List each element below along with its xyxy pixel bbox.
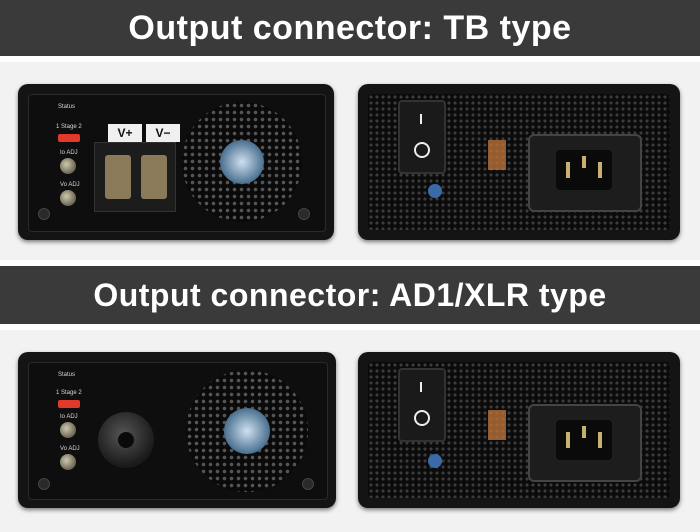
vo-adj-label: Vo ADJ [60,446,80,452]
xlr-socket [118,432,134,448]
fan-hub [224,408,270,454]
io-adj-knob[interactable] [60,422,76,438]
psu-rear-bottom [358,352,680,508]
iec-inlet[interactable] [528,404,642,482]
internal-component [488,410,506,440]
stage-label: 1 Stage 2 [56,124,82,130]
stage-switch[interactable] [58,400,80,408]
io-adj-label: Io ADJ [60,414,78,420]
terminal-block [94,142,176,212]
status-label: Status [58,372,76,378]
banner-title: Output connector: TB type [128,8,572,47]
status-label: Status [58,104,76,110]
io-adj-label: Io ADJ [60,150,78,156]
psu-front-tb: Status 1 Stage 2 Io ADJ Vo ADJ V+ V− [18,84,334,240]
fan-grille [182,102,302,222]
v-plus-label: V+ [108,124,142,142]
xlr-connector[interactable] [98,412,154,468]
stage-switch[interactable] [58,134,80,142]
stage-label: 1 Stage 2 [56,390,82,396]
v-minus-label: V− [146,124,180,142]
vo-adj-knob[interactable] [60,454,76,470]
psu-rear-top [358,84,680,240]
banner-tb-type: Output connector: TB type [0,0,700,56]
pin-icon [582,426,586,438]
fan-hub [220,140,264,184]
switch-off-mark-icon [414,410,430,426]
psu-front-xlr: Status 1 Stage 2 Io ADJ Vo ADJ [18,352,336,508]
pin-icon [566,162,570,178]
screw-icon [298,208,310,220]
banner-title: Output connector: AD1/XLR type [93,276,607,313]
internal-component [488,140,506,170]
switch-off-mark-icon [414,142,430,158]
screw-icon [302,478,314,490]
power-switch[interactable] [398,100,446,174]
pin-icon [582,156,586,168]
vo-adj-knob[interactable] [60,190,76,206]
pin-icon [598,162,602,178]
banner-ad1-xlr-type: Output connector: AD1/XLR type [0,266,700,324]
vo-adj-label: Vo ADJ [60,182,80,188]
switch-on-mark-icon [420,382,422,392]
terminal-screw-negative[interactable] [141,155,167,199]
terminal-screw-positive[interactable] [105,155,131,199]
io-adj-knob[interactable] [60,158,76,174]
pin-icon [598,432,602,448]
iec-socket [556,150,612,190]
fan-grille [186,370,308,492]
screw-icon [38,208,50,220]
internal-capacitor [428,454,442,468]
pin-icon [566,432,570,448]
power-switch[interactable] [398,368,446,442]
internal-capacitor [428,184,442,198]
screw-icon [38,478,50,490]
switch-on-mark-icon [420,114,422,124]
iec-inlet[interactable] [528,134,642,212]
iec-socket [556,420,612,460]
